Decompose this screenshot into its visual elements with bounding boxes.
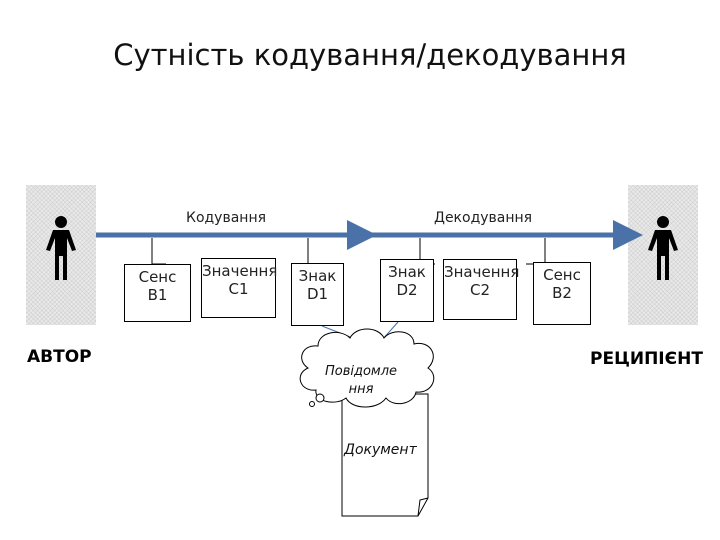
author-label: АВТОР <box>27 347 92 367</box>
recipient-person-icon <box>648 216 678 280</box>
box-line: Значення <box>444 263 520 281</box>
author-person-icon <box>46 216 76 280</box>
box-meaning-c1: Значення С1 <box>201 258 278 318</box>
box-line: В2 <box>552 284 572 302</box>
box-sign-d2: Знак D2 <box>380 259 434 322</box>
box-sign-d1: Знак D1 <box>291 263 344 326</box>
slide-title: Сутність кодування/декодування <box>113 38 627 72</box>
box-line: С1 <box>228 280 249 298</box>
message-cloud <box>299 328 435 408</box>
box-line: Знак <box>388 263 426 281</box>
encoding-label: Кодування <box>186 210 267 226</box>
box-line: Сенс <box>138 268 177 286</box>
box-sense-b2: Сенс В2 <box>533 262 591 325</box>
box-sense-b1: Сенс В1 <box>124 264 191 322</box>
document-label: Документ <box>344 442 417 458</box>
box-meaning-c2: Значення С2 <box>443 259 520 320</box>
box-line: Знак <box>298 267 337 285</box>
message-line: ння <box>348 382 374 397</box>
box-line: С2 <box>469 281 491 299</box>
box-line: D1 <box>306 285 329 303</box>
recipient-label: РЕЦИПІЄНТ <box>590 349 703 369</box>
message-text: Повідомле ння <box>318 363 404 399</box>
box-line: В1 <box>147 286 168 304</box>
box-line: D2 <box>396 281 418 299</box>
box-line: Сенс <box>543 266 581 284</box>
decoding-label: Декодування <box>434 210 533 226</box>
box-line: Значення <box>202 262 278 280</box>
message-line: Повідомле <box>324 364 398 379</box>
